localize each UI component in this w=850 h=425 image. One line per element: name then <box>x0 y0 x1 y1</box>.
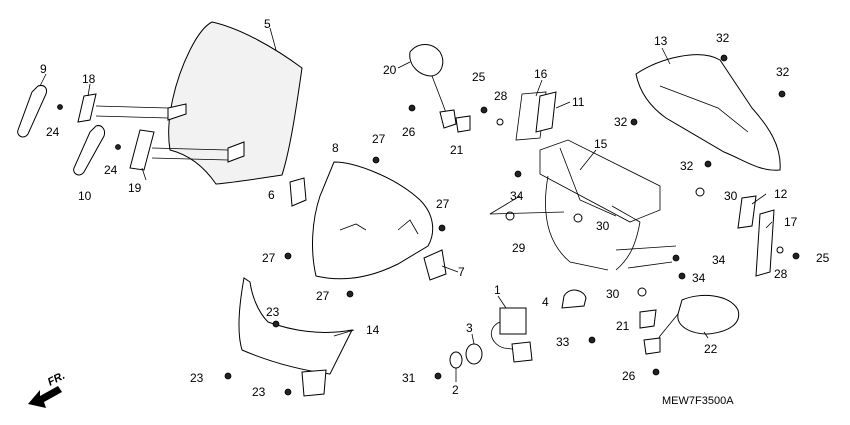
cover-4 <box>561 289 587 309</box>
callout-10: 10 <box>78 189 92 203</box>
callout-25a: 25 <box>472 70 486 84</box>
callout-32b: 32 <box>776 65 790 79</box>
callout-6: 6 <box>268 188 275 202</box>
callout-21a: 21 <box>450 143 464 157</box>
callout-24b: 24 <box>104 163 118 177</box>
callout-30b: 30 <box>596 219 610 233</box>
callout-34a: 34 <box>510 189 524 203</box>
callout-18: 18 <box>82 72 96 86</box>
callout-13: 13 <box>654 34 668 48</box>
side-cover-10 <box>73 125 105 176</box>
callout-16: 16 <box>534 67 548 81</box>
callout-27c: 27 <box>262 251 276 265</box>
callout-33: 33 <box>556 335 570 349</box>
grommet-3 <box>465 343 483 365</box>
side-cover-9 <box>17 85 47 138</box>
bracket-18 <box>77 93 97 123</box>
callout-1: 1 <box>494 283 501 297</box>
callout-28a: 28 <box>494 89 508 103</box>
callout-2: 2 <box>452 383 459 397</box>
relay-unit <box>491 307 533 363</box>
callout-17: 17 <box>784 215 798 229</box>
callout-29: 29 <box>512 241 526 255</box>
callout-31: 31 <box>402 371 416 385</box>
lower-cowl <box>238 277 353 397</box>
callout-32c: 32 <box>614 115 628 129</box>
callout-27d: 27 <box>316 289 330 303</box>
bracket-6 <box>289 177 307 207</box>
callout-3: 3 <box>466 321 473 335</box>
callout-26a: 26 <box>402 125 416 139</box>
leader-lines <box>39 27 773 382</box>
callout-23a: 23 <box>266 305 280 319</box>
callout-20: 20 <box>383 63 397 77</box>
top-cover <box>635 54 781 171</box>
direction-label: FR. <box>46 370 67 389</box>
windscreen <box>167 21 303 185</box>
callout-23c: 23 <box>252 385 266 399</box>
bracket-7 <box>423 249 447 281</box>
callout-21b: 21 <box>616 319 630 333</box>
callout-26b: 26 <box>622 369 636 383</box>
collar-2 <box>449 351 463 369</box>
callout-25b: 25 <box>816 251 830 265</box>
mirror-right <box>639 294 740 355</box>
callout-4: 4 <box>542 295 549 309</box>
bolts <box>224 54 800 396</box>
callout-32a: 32 <box>716 31 730 45</box>
bracket-12 <box>737 195 757 229</box>
front-direction-arrow: FR. <box>28 370 67 408</box>
callout-24a: 24 <box>46 125 60 139</box>
callouts: 5 9 18 24 24 10 19 20 25 28 16 11 26 21 … <box>40 17 830 399</box>
callout-23b: 23 <box>190 371 204 385</box>
inner-cowl <box>312 161 434 280</box>
mirror-left <box>409 44 471 133</box>
callout-32d: 32 <box>680 159 694 173</box>
callout-27b: 27 <box>436 197 450 211</box>
callout-9: 9 <box>40 62 47 76</box>
callout-8: 8 <box>332 141 339 155</box>
callout-19: 19 <box>128 181 142 195</box>
drawing-code: MEW7F3500A <box>662 395 734 407</box>
callout-11: 11 <box>572 95 585 109</box>
callout-15: 15 <box>594 137 608 151</box>
callout-12: 12 <box>774 187 788 201</box>
callout-30a: 30 <box>724 189 738 203</box>
callout-22: 22 <box>704 342 718 356</box>
callout-27a: 27 <box>372 132 386 146</box>
callout-30c: 30 <box>606 287 620 301</box>
callout-14: 14 <box>366 323 380 337</box>
callout-34c: 34 <box>692 271 706 285</box>
bracket-17 <box>755 209 775 277</box>
callout-5: 5 <box>264 17 271 31</box>
bracket-19 <box>129 129 155 171</box>
callout-28b: 28 <box>774 267 788 281</box>
stay-frame <box>515 91 677 271</box>
callout-34b: 34 <box>712 253 726 267</box>
callout-7: 7 <box>458 265 465 279</box>
